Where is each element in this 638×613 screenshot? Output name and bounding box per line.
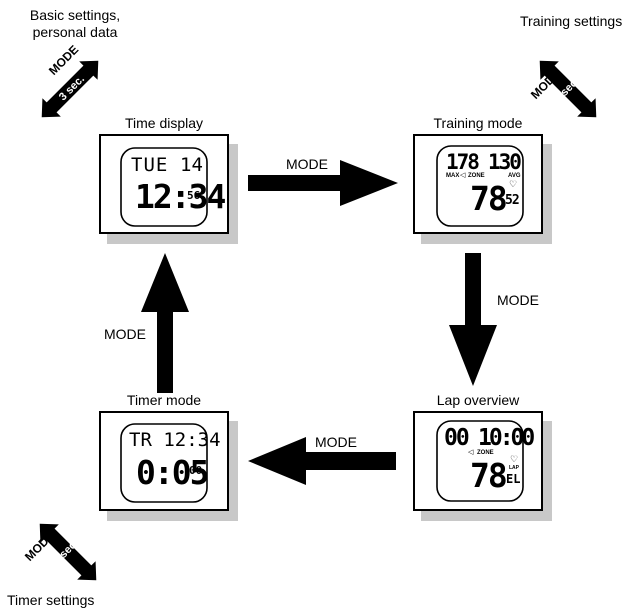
arrow-timer-to-time — [141, 253, 189, 393]
training-heart-icon: ♡ — [509, 179, 518, 189]
training-settings-label: Training settings — [520, 13, 623, 29]
lap-lap-label: LAP — [509, 465, 519, 471]
arrow-training-to-lap — [449, 253, 497, 386]
lap-zone-value: 78 — [470, 456, 508, 495]
timer-time: 0:05 — [136, 453, 209, 492]
time-display-lcd — [120, 147, 208, 227]
lap-overview-lcd — [436, 420, 524, 502]
lap-zone-label: ZONE — [477, 450, 494, 456]
training-avg-value: 130 — [488, 150, 522, 174]
lap-code: EL — [506, 472, 521, 486]
lap-left-value: 00 — [444, 425, 470, 451]
lap-overview-title: Lap overview — [436, 392, 520, 408]
time-display-seconds: 56 — [187, 189, 201, 202]
timer-mode-title: Timer mode — [126, 392, 202, 408]
hold-arrow-top-right — [539, 60, 597, 118]
training-max-value: 178 — [446, 150, 480, 174]
lap-heart-icon: ♡ — [510, 454, 519, 464]
time-display-day: TUE — [131, 154, 169, 176]
label-time-to-training: MODE — [286, 156, 328, 172]
arrow-time-to-training — [248, 160, 398, 206]
training-zone-label: ZONE — [468, 173, 485, 179]
training-mode-lcd — [436, 145, 524, 227]
timer-settings-label: Timer settings — [7, 592, 95, 608]
training-max-label: MAX — [446, 173, 460, 179]
training-avg-label: AVG — [508, 173, 521, 179]
lap-right-value: 10:00 — [478, 425, 535, 451]
training-zone-value: 78 — [470, 179, 508, 218]
label-lap-to-timer: MODE — [315, 434, 357, 450]
hold-arrow-top-left — [41, 60, 99, 118]
arrow-lap-to-timer — [248, 437, 396, 485]
lap-zone-arrow-icon: ◁ — [468, 449, 474, 456]
training-zone-arrow-icon: ◁ — [460, 172, 466, 179]
training-mode-title: Training mode — [433, 115, 523, 131]
timer-hundredths: 00 — [189, 464, 203, 477]
basic-settings-label: Basic settings, personal data — [0, 7, 150, 41]
timer-mode-lcd — [120, 423, 208, 503]
timer-header: TR 12:34 — [129, 429, 221, 451]
hold-arrow-bottom-left — [39, 523, 97, 581]
time-display-time: 12:34 — [135, 177, 226, 216]
basic-settings-line2: personal data — [32, 24, 118, 40]
basic-settings-line1: Basic settings, — [29, 7, 121, 23]
training-heart-rate: 52 — [505, 193, 520, 208]
label-training-to-lap: MODE — [497, 292, 539, 308]
time-display-title: Time display — [124, 115, 204, 131]
time-display-date: 14 — [180, 154, 203, 176]
label-timer-to-time: MODE — [104, 326, 146, 342]
